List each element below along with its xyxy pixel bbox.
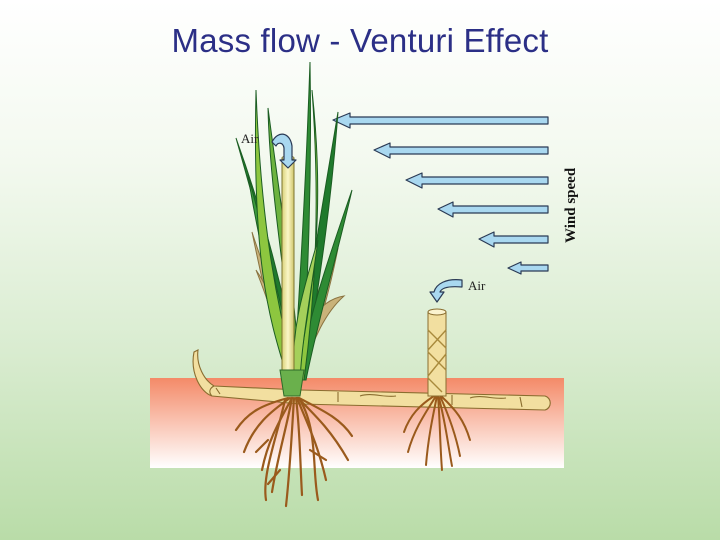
plant-base bbox=[279, 369, 305, 397]
air-label-plant: Air bbox=[241, 131, 259, 146]
wind-arrow-icon bbox=[478, 231, 549, 248]
cut-stub bbox=[427, 308, 447, 397]
page-title: Mass flow - Venturi Effect bbox=[171, 22, 549, 59]
wind-arrow-icon bbox=[507, 261, 549, 275]
air-flow-arrow-icon bbox=[429, 279, 463, 303]
wind-arrows bbox=[332, 112, 549, 275]
roots-stub bbox=[403, 395, 471, 471]
roots-main-plant bbox=[234, 396, 354, 508]
wind-arrow-icon bbox=[373, 142, 549, 159]
rhizome bbox=[192, 349, 551, 411]
air-label-stub: Air bbox=[468, 278, 486, 293]
wind-arrow-icon bbox=[332, 112, 549, 129]
wind-speed-label: Wind speed bbox=[563, 167, 579, 243]
wind-arrow-icon bbox=[437, 201, 549, 218]
wind-arrow-icon bbox=[405, 172, 549, 189]
air-flow-arrow-icon bbox=[271, 133, 297, 169]
main-stem-tube bbox=[281, 157, 295, 379]
